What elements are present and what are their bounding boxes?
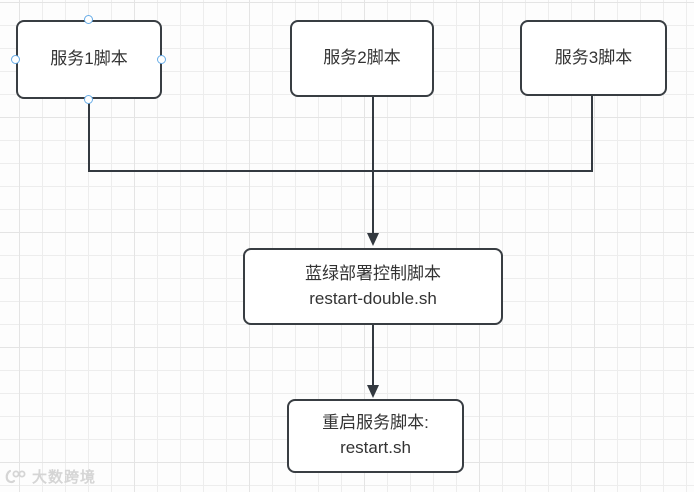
node-label-line2: restart.sh — [340, 438, 411, 457]
node-label: 服务1脚本 — [50, 49, 128, 69]
node-service1-script[interactable]: 服务1脚本 — [16, 20, 162, 99]
connector-controller-to-restart[interactable] — [367, 325, 379, 398]
watermark: 大数跨境 — [4, 466, 96, 487]
node-label: 服务2脚本 — [323, 48, 401, 68]
arrowhead-icon — [367, 233, 379, 246]
selection-handle-right[interactable] — [157, 55, 166, 64]
node-label-line2: restart-double.sh — [309, 288, 437, 308]
selection-handle-top[interactable] — [84, 15, 93, 24]
node-label: 服务3脚本 — [554, 47, 633, 67]
connector-merge-bar[interactable] — [88, 95, 593, 172]
selection-handle-left[interactable] — [11, 55, 20, 64]
node-service2-script[interactable]: 服务2脚本 — [290, 20, 434, 97]
node-service3-script[interactable]: 服务3脚本 — [520, 20, 667, 96]
watermark-text: 大数跨境 — [32, 469, 97, 486]
node-bluegreen-controller[interactable]: 蓝绿部署控制脚本 restart-double.sh — [243, 248, 503, 325]
connector-service2-to-controller[interactable] — [367, 97, 379, 246]
arrowhead-icon — [367, 385, 379, 398]
node-label-line1: 蓝绿部署控制脚本 — [305, 263, 441, 283]
node-restart-script[interactable]: 重启服务脚本: restart.sh — [287, 399, 464, 473]
node-label-line1: 重启服务脚本: — [322, 413, 429, 433]
selection-handle-bottom[interactable] — [84, 95, 93, 104]
watermark-logo-icon — [5, 469, 26, 483]
